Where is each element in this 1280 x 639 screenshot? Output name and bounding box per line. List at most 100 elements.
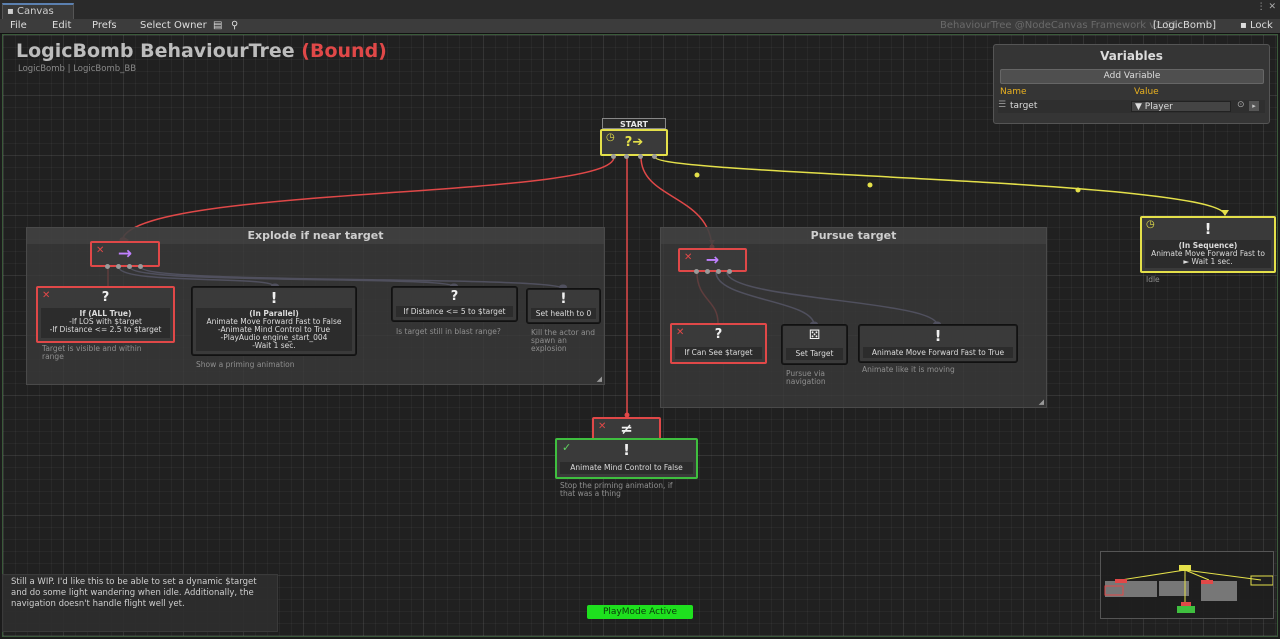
output-port[interactable]	[727, 269, 732, 274]
sequence-arrow-icon: →	[705, 250, 720, 269]
menu-edit[interactable]: Edit	[52, 20, 72, 31]
parallel-action-node[interactable]: ! (In Parallel) Animate Move Forward Fas…	[192, 287, 356, 355]
drag-handle-icon[interactable]: ☰	[998, 100, 1007, 110]
idle-line1: (In Sequence)	[1178, 241, 1238, 250]
comment-set-target: Pursue via navigation	[786, 369, 826, 386]
set-health-node[interactable]: ! Set health to 0	[527, 289, 600, 323]
menu-prefs[interactable]: Prefs	[92, 20, 117, 31]
object-picker-icon[interactable]: ⊙	[1237, 100, 1245, 110]
clock-icon: ◷	[606, 132, 615, 143]
condition-icon: ?	[714, 327, 723, 342]
lock-toggle[interactable]: ▪ Lock	[1240, 20, 1273, 31]
output-port[interactable]	[694, 269, 699, 274]
decorator-x-icon: ✕	[42, 290, 51, 301]
idle-text: (In Sequence) Animate Move Forward Fast …	[1145, 240, 1271, 268]
graph-canvas[interactable]	[2, 34, 1278, 637]
wire-start-idle	[654, 156, 1226, 216]
select-owner-button[interactable]: Select Owner	[140, 20, 207, 31]
output-port[interactable]	[116, 264, 121, 269]
mind-control-node[interactable]: ✓ ! Animate Mind Control to False	[555, 438, 698, 479]
resize-handle-icon[interactable]: ◢	[596, 375, 602, 383]
comment-mind-control: Stop the priming animation, if that was …	[560, 481, 673, 498]
action-icon: !	[1204, 220, 1212, 238]
clock-icon: ◷	[1146, 219, 1155, 230]
tab-canvas-label: Canvas	[16, 6, 54, 17]
graph-title-text: LogicBomb BehaviourTree	[16, 40, 295, 62]
set-target-text: Set Target	[786, 348, 843, 360]
window-controls[interactable]: ⋮ ✕	[1256, 2, 1276, 12]
menu-file[interactable]: File	[10, 20, 27, 31]
output-port[interactable]	[716, 269, 721, 274]
action-icon: !	[623, 441, 630, 459]
minimap[interactable]	[1100, 551, 1274, 619]
framework-label: BehaviourTree @NodeCanvas Framework v2.9…	[940, 20, 1178, 31]
comment-condition-all: Target is visible and within range	[42, 344, 142, 361]
cond-distance-text: If Distance <= 5 to $target	[396, 306, 513, 317]
variables-panel: Variables Add Variable Name Value ☰ targ…	[993, 44, 1270, 124]
variable-value: Player	[1144, 102, 1173, 112]
parallel-line2: Animate Move Forward Fast to False	[206, 317, 342, 326]
not-equal-icon: ≠	[620, 420, 633, 438]
group-pursue-title: Pursue target	[661, 228, 1046, 244]
output-port[interactable]	[624, 154, 629, 159]
start-node[interactable]: ◷ ?➔	[600, 129, 668, 156]
toolbar: File Edit Prefs Select Owner ▤ ⚲ Behavio…	[0, 19, 1280, 34]
comment-condition-distance: Is target still in blast range?	[396, 327, 501, 336]
parallel-line1: (In Parallel)	[249, 309, 299, 318]
condition-all-text: If (ALL True) -If LOS with $target -If D…	[41, 308, 170, 338]
comment-idle: Idle	[1146, 275, 1160, 284]
owner-label: [LogicBomb]	[1153, 20, 1217, 31]
sequencer-pursue-node[interactable]: ✕ →	[678, 248, 747, 272]
idle-line3: ► Wait 1 sec.	[1183, 257, 1233, 266]
cond-all-line3: -If Distance <= 2.5 to $target	[49, 325, 162, 334]
output-port[interactable]	[105, 264, 110, 269]
tab-canvas[interactable]: ▪ Canvas	[2, 3, 74, 19]
action-icon: !	[560, 291, 567, 307]
idle-sequence-node[interactable]: ◷ ! (In Sequence) Animate Move Forward F…	[1140, 216, 1276, 273]
search-icon[interactable]: ⚲	[231, 20, 239, 31]
navigation-icon: ⚄	[808, 328, 821, 343]
playmode-indicator: PlayMode Active	[587, 605, 693, 619]
parallel-line3: -Animate Mind Control to True	[217, 325, 331, 334]
variable-value-field[interactable]: ▼ Player	[1131, 101, 1231, 112]
add-variable-button[interactable]: Add Variable	[1000, 69, 1264, 84]
condition-icon: ?	[450, 289, 459, 304]
can-see-text: If Can See $target	[675, 347, 762, 359]
variable-row[interactable]: ☰ target ▼ Player ⊙ ▸	[998, 100, 1265, 113]
action-icon: !	[934, 327, 942, 345]
cond-all-line1: If (ALL True)	[79, 309, 132, 318]
output-port[interactable]	[652, 154, 657, 159]
output-port[interactable]	[705, 269, 710, 274]
can-see-node[interactable]: ✕ ? If Can See $target	[670, 323, 767, 364]
gear-icon[interactable]: ▸	[1249, 101, 1259, 111]
comment-animate-move: Animate like it is moving	[862, 365, 955, 374]
object-field-icon: ▼	[1135, 102, 1142, 112]
sequence-arrow-icon: →	[117, 244, 133, 264]
output-port[interactable]	[611, 154, 616, 159]
action-icon: !	[270, 289, 278, 307]
output-port[interactable]	[638, 154, 643, 159]
bound-label: (Bound)	[301, 40, 387, 62]
value-column-header: Value	[1134, 87, 1159, 97]
parallel-line4: -PlayAudio engine_start_004	[220, 333, 328, 342]
start-label: START	[602, 118, 666, 129]
graph-note[interactable]: Still a WIP. I'd like this to be able to…	[2, 574, 278, 632]
condition-distance-node[interactable]: ? If Distance <= 5 to $target	[392, 287, 517, 321]
wire-start-explode	[121, 156, 615, 243]
not-equal-node[interactable]: ✕ ≠	[592, 417, 661, 441]
output-port[interactable]	[138, 264, 143, 269]
document-icon[interactable]: ▤	[213, 20, 223, 31]
mind-control-text: Animate Mind Control to False	[560, 462, 693, 474]
output-port[interactable]	[127, 264, 132, 269]
decorator-x-icon: ✕	[96, 245, 105, 256]
variable-name[interactable]: target	[1010, 101, 1038, 111]
animate-move-text: Animate Move Forward Fast to True	[863, 347, 1013, 358]
lock-label: Lock	[1249, 20, 1273, 31]
set-target-node[interactable]: ⚄ Set Target	[782, 325, 847, 364]
resize-handle-icon[interactable]: ◢	[1038, 398, 1044, 406]
name-column-header: Name	[1000, 87, 1027, 97]
start-selector-icon: ?➔	[624, 135, 644, 150]
sequencer-explode-node[interactable]: ✕ →	[90, 241, 160, 267]
condition-all-node[interactable]: ✕ ? If (ALL True) -If LOS with $target -…	[36, 286, 175, 343]
animate-move-node[interactable]: ! Animate Move Forward Fast to True	[859, 325, 1017, 362]
